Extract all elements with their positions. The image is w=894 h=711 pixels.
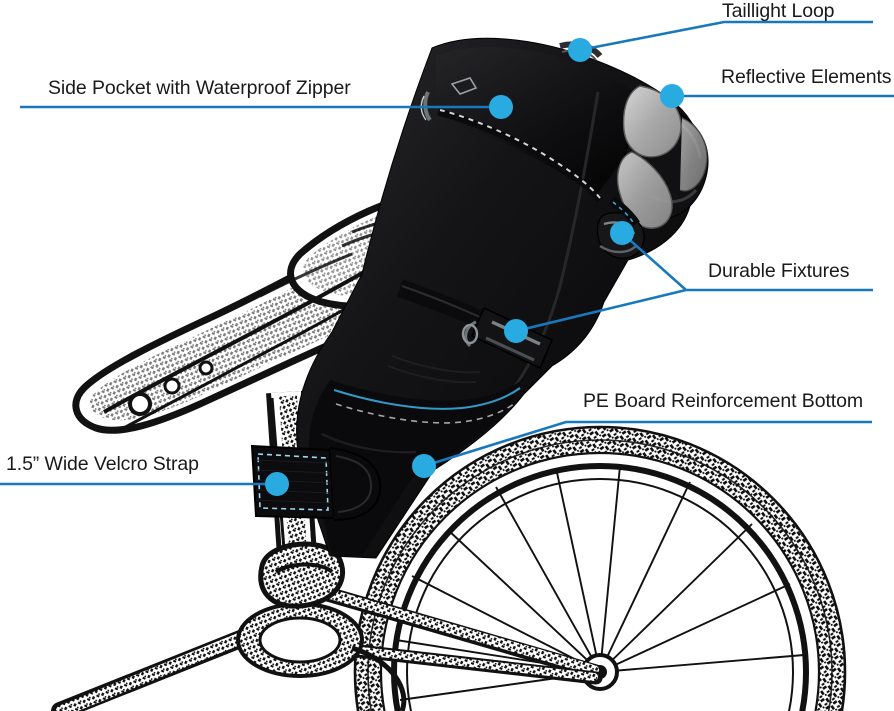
seat-stay xyxy=(292,578,604,680)
down-tube xyxy=(51,619,277,711)
callout-label-pe-board: PE Board Reinforcement Bottom xyxy=(583,390,863,412)
waterproof-zipper xyxy=(420,77,603,203)
callout-label-taillight-loop: Taillight Loop xyxy=(722,0,835,22)
callout-label-durable-fixtures: Durable Fixtures xyxy=(708,260,850,282)
velcro-strap xyxy=(250,444,382,521)
callout-label-side-pocket: Side Pocket with Waterproof Zipper xyxy=(48,77,351,99)
mesh-panel xyxy=(387,355,481,384)
callout-label-velcro-strap: 1.5” Wide Velcro Strap xyxy=(6,453,199,475)
callout-label-reflective-elements: Reflective Elements xyxy=(721,66,892,88)
bottom-bracket xyxy=(236,602,407,711)
seat-clamp xyxy=(258,541,346,609)
